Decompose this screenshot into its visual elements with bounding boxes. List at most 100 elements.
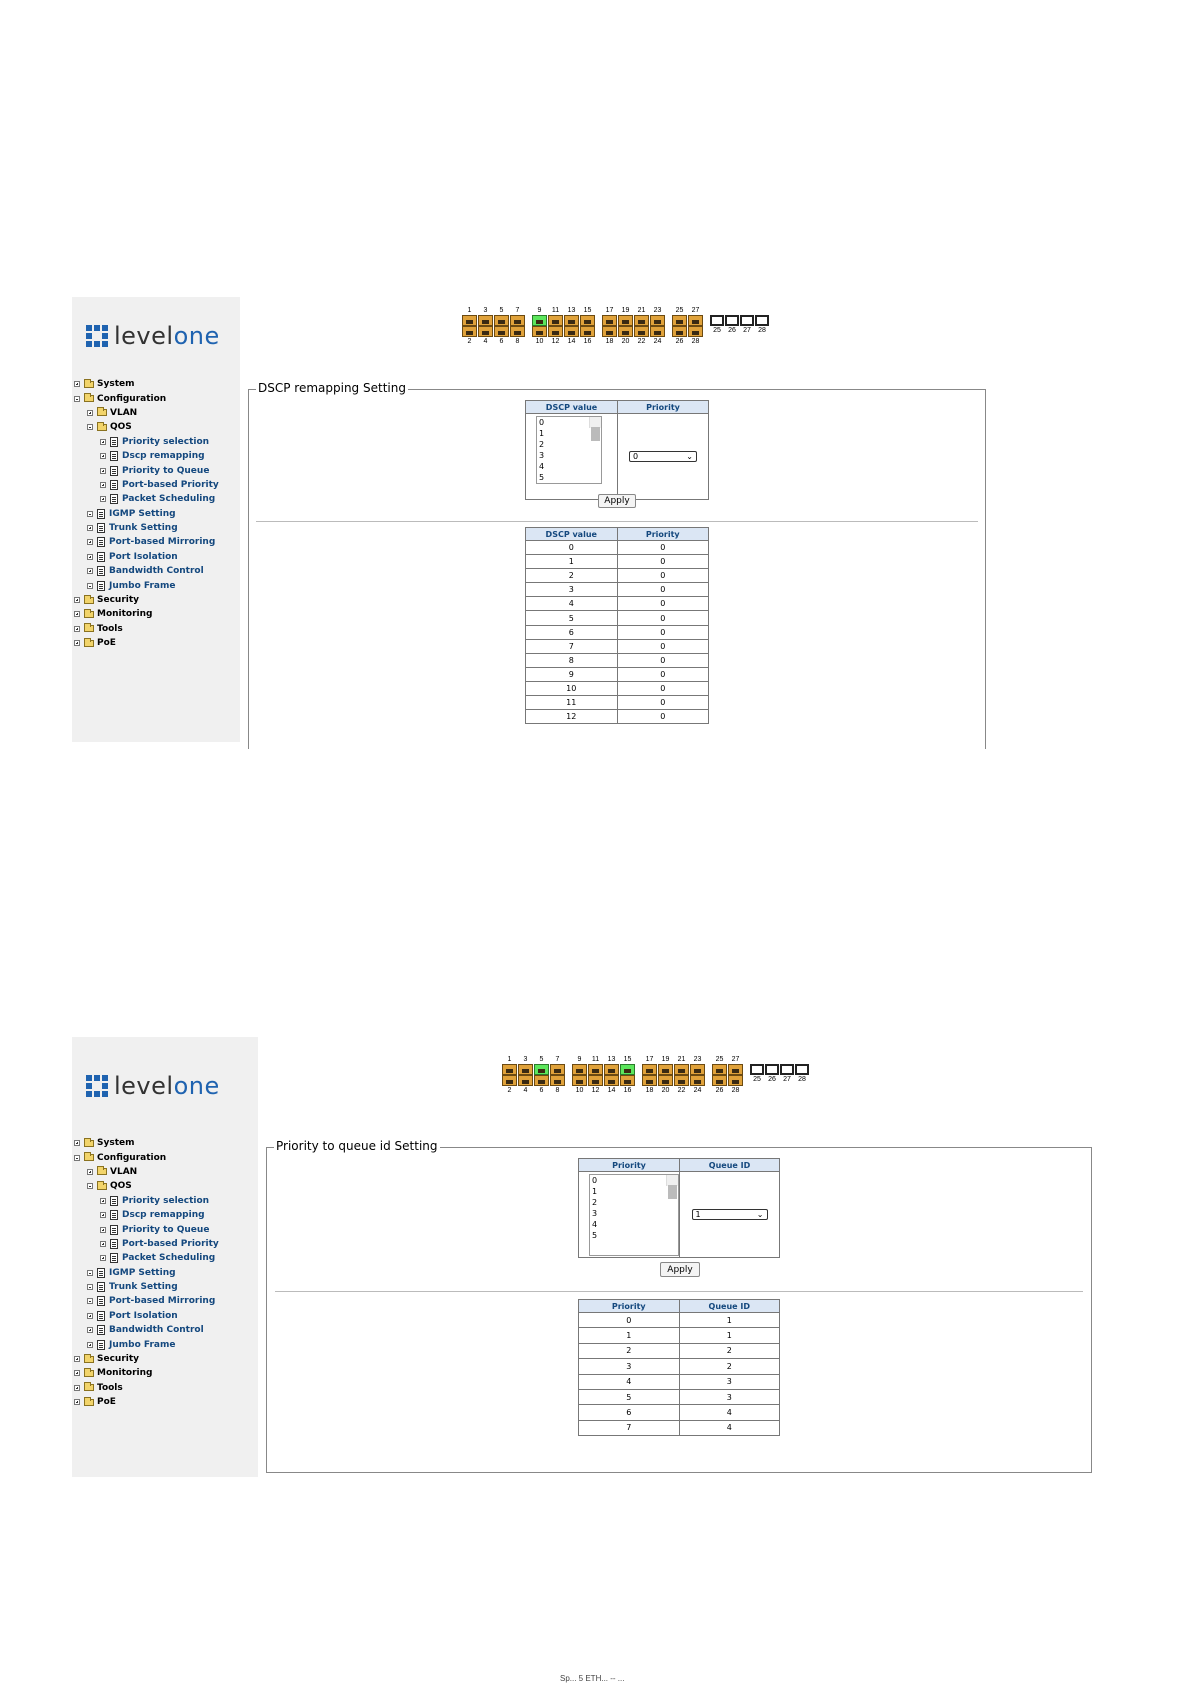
sfp-port-icon[interactable] [725, 315, 739, 326]
tree-node[interactable]: VLAN [74, 1165, 219, 1179]
sfp-port-icon[interactable] [750, 1064, 764, 1075]
expand-icon[interactable] [87, 1327, 93, 1334]
listbox-option[interactable]: 0 [592, 1176, 598, 1185]
ethernet-port-icon[interactable] [620, 1064, 635, 1075]
listbox-option[interactable]: 1 [592, 1187, 598, 1196]
ethernet-port-icon[interactable] [658, 1064, 673, 1075]
listbox-option[interactable]: 4 [539, 462, 545, 471]
expand-icon[interactable] [100, 1226, 106, 1233]
expand-icon[interactable] [87, 568, 93, 575]
ethernet-port-icon[interactable] [728, 1075, 743, 1086]
ethernet-port-icon[interactable] [712, 1075, 727, 1086]
tree-node[interactable]: Trunk Setting [74, 521, 219, 535]
tree-node[interactable]: Monitoring [74, 607, 219, 621]
tree-node[interactable]: IGMP Setting [74, 1266, 219, 1280]
sfp-port-icon[interactable] [765, 1064, 779, 1075]
ethernet-port-icon[interactable] [502, 1075, 517, 1086]
collapse-icon[interactable] [87, 1183, 93, 1190]
collapse-icon[interactable] [74, 395, 80, 402]
ethernet-port-icon[interactable] [532, 326, 547, 337]
ethernet-port-icon[interactable] [688, 326, 703, 337]
listbox-option[interactable]: 5 [539, 473, 545, 482]
expand-icon[interactable] [100, 496, 106, 503]
ethernet-port-icon[interactable] [462, 326, 477, 337]
tree-node[interactable]: Bandwidth Control [74, 1323, 219, 1337]
collapse-icon[interactable] [87, 582, 93, 589]
listbox-option[interactable]: 3 [592, 1209, 598, 1218]
tree-node[interactable]: Dscp remapping [74, 449, 219, 463]
ethernet-port-icon[interactable] [518, 1075, 533, 1086]
ethernet-port-icon[interactable] [712, 1064, 727, 1075]
tree-node[interactable]: Bandwidth Control [74, 564, 219, 578]
ethernet-port-icon[interactable] [548, 326, 563, 337]
expand-icon[interactable] [87, 1312, 93, 1319]
expand-icon[interactable] [87, 1341, 93, 1348]
ethernet-port-icon[interactable] [604, 1075, 619, 1086]
collapse-icon[interactable] [87, 1284, 93, 1291]
ethernet-port-icon[interactable] [534, 1064, 549, 1075]
expand-icon[interactable] [87, 409, 93, 416]
ethernet-port-icon[interactable] [510, 315, 525, 326]
tree-node[interactable]: Port-based Priority [74, 1237, 219, 1251]
tree-node[interactable]: Priority to Queue [74, 463, 219, 477]
expand-icon[interactable] [100, 1240, 106, 1247]
ethernet-port-icon[interactable] [688, 315, 703, 326]
ethernet-port-icon[interactable] [674, 1075, 689, 1086]
queue-id-select[interactable]: 1⌄ [691, 1209, 768, 1220]
tree-node[interactable]: Port-based Mirroring [74, 1294, 219, 1308]
ethernet-port-icon[interactable] [534, 1075, 549, 1086]
ethernet-port-icon[interactable] [580, 326, 595, 337]
tree-node[interactable]: QOS [74, 1179, 219, 1193]
expand-icon[interactable] [74, 640, 80, 647]
listbox-scrollbar[interactable] [666, 1175, 678, 1199]
ethernet-port-icon[interactable] [620, 1075, 635, 1086]
ethernet-port-icon[interactable] [650, 315, 665, 326]
collapse-icon[interactable] [87, 510, 93, 517]
ethernet-port-icon[interactable] [658, 1075, 673, 1086]
ethernet-port-icon[interactable] [564, 315, 579, 326]
ethernet-port-icon[interactable] [510, 326, 525, 337]
expand-icon[interactable] [74, 1399, 80, 1406]
collapse-icon[interactable] [87, 1269, 93, 1276]
apply-button[interactable]: Apply [660, 1262, 700, 1277]
tree-node[interactable]: Configuration [74, 391, 219, 405]
sfp-port-icon[interactable] [780, 1064, 794, 1075]
priority-select[interactable]: 0⌄ [629, 451, 697, 462]
listbox-option[interactable]: 5 [592, 1231, 598, 1240]
tree-node[interactable]: Port-based Mirroring [74, 535, 219, 549]
expand-icon[interactable] [74, 597, 80, 604]
ethernet-port-icon[interactable] [494, 315, 509, 326]
expand-icon[interactable] [74, 1384, 80, 1391]
expand-icon[interactable] [87, 539, 93, 546]
expand-icon[interactable] [74, 381, 80, 388]
ethernet-port-icon[interactable] [674, 1064, 689, 1075]
expand-icon[interactable] [87, 553, 93, 560]
tree-node[interactable]: Priority selection [74, 1194, 219, 1208]
listbox-scrollbar[interactable] [589, 417, 601, 441]
ethernet-port-icon[interactable] [728, 1064, 743, 1075]
tree-node[interactable]: VLAN [74, 406, 219, 420]
collapse-icon[interactable] [87, 1298, 93, 1305]
apply-button[interactable]: Apply [598, 494, 636, 508]
expand-icon[interactable] [100, 481, 106, 488]
sfp-port-icon[interactable] [755, 315, 769, 326]
ethernet-port-icon[interactable] [650, 326, 665, 337]
tree-node[interactable]: Security [74, 593, 219, 607]
expand-icon[interactable] [100, 1197, 106, 1204]
ethernet-port-icon[interactable] [604, 1064, 619, 1075]
ethernet-port-icon[interactable] [588, 1075, 603, 1086]
tree-node[interactable]: PoE [74, 1395, 219, 1409]
ethernet-port-icon[interactable] [580, 315, 595, 326]
tree-node[interactable]: Port Isolation [74, 550, 219, 564]
tree-node[interactable]: Packet Scheduling [74, 492, 219, 506]
ethernet-port-icon[interactable] [618, 315, 633, 326]
expand-icon[interactable] [87, 1168, 93, 1175]
tree-node[interactable]: Dscp remapping [74, 1208, 219, 1222]
listbox-option[interactable]: 2 [539, 440, 545, 449]
expand-icon[interactable] [74, 1140, 80, 1147]
ethernet-port-icon[interactable] [478, 326, 493, 337]
ethernet-port-icon[interactable] [672, 326, 687, 337]
tree-node[interactable]: IGMP Setting [74, 507, 219, 521]
expand-icon[interactable] [74, 611, 80, 618]
